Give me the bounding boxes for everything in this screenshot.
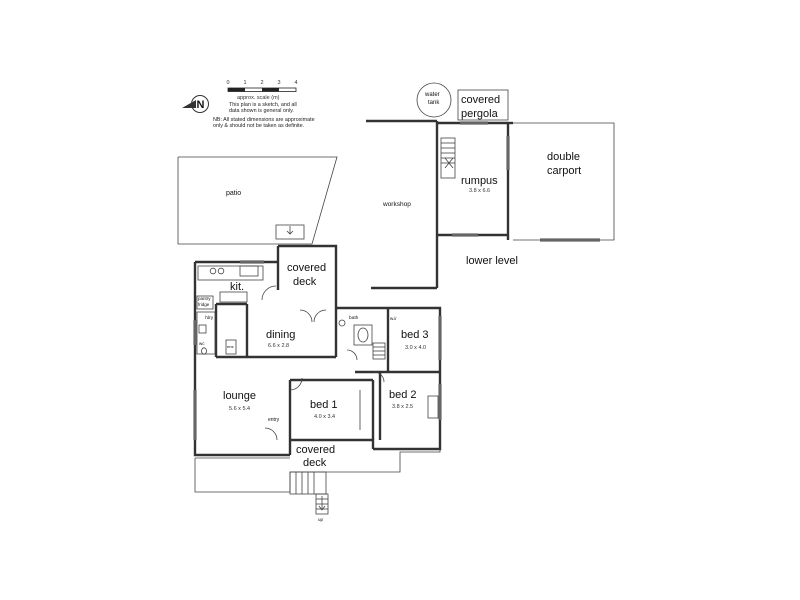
bed3-dims: 3.0 x 4.0 xyxy=(405,345,426,351)
covered-deck-bottom-label: deck xyxy=(303,457,327,469)
bath-basin xyxy=(357,327,369,343)
dining-label: dining xyxy=(266,329,295,341)
laundry-trough xyxy=(198,324,207,334)
door-swings xyxy=(261,285,385,441)
entry-stairs xyxy=(289,471,329,515)
compass-north-label: N xyxy=(197,99,205,111)
wc-label: wc xyxy=(199,341,205,346)
scale-tick: 3 xyxy=(278,80,281,86)
compass-icon: N xyxy=(182,95,209,113)
entry-label: entry xyxy=(268,417,280,423)
toilet-icon xyxy=(201,347,207,355)
covered-deck-label: deck xyxy=(293,276,317,288)
scale-caption: approx. scale (m) xyxy=(237,95,280,101)
bed2-robe xyxy=(427,395,439,419)
scale-note: only & should not be taken as definite. xyxy=(213,123,304,129)
pergola-label: covered xyxy=(461,94,500,106)
bed1-dims: 4.0 x 3.4 xyxy=(314,414,335,420)
up-marker: up xyxy=(318,517,324,522)
patio-step xyxy=(275,224,305,240)
scale-tick: 4 xyxy=(295,80,298,86)
lounge-dims: 5.6 x 5.4 xyxy=(229,406,250,412)
laundry-outline xyxy=(196,311,216,355)
kitchen-label: kit. xyxy=(230,281,244,293)
laundry-label: l'dry xyxy=(205,315,214,320)
bathtub-icon xyxy=(353,324,373,346)
windows xyxy=(193,121,600,440)
ensuite-label: ens xyxy=(227,344,233,349)
deck-outline xyxy=(194,449,441,493)
water-tank-label: tank xyxy=(428,100,440,106)
arrow-icon xyxy=(286,226,294,235)
rumpus-label: rumpus xyxy=(461,175,498,187)
bath-label: bath xyxy=(349,315,359,321)
patio-label: patio xyxy=(226,190,241,197)
dining-dims: 6.6 x 2.8 xyxy=(268,343,289,349)
bed2-label: bed 2 xyxy=(389,389,417,401)
rumpus-dims: 3.8 x 6.6 xyxy=(469,188,490,194)
pergola-label: pergola xyxy=(461,108,499,120)
workshop-label: workshop xyxy=(382,201,411,208)
scale-bar: 0 1 2 3 4 approx. scale (m) This plan is… xyxy=(213,80,315,129)
lounge-label: lounge xyxy=(223,390,256,402)
pergola-outline xyxy=(457,89,509,121)
pantry-label: pantry xyxy=(198,296,211,301)
kitchen-bench xyxy=(197,265,264,303)
carport-outline xyxy=(508,121,615,241)
scale-tick: 0 xyxy=(227,80,230,86)
water-tank xyxy=(416,82,452,118)
covered-deck-bottom-label: covered xyxy=(296,444,335,456)
ensuite-outline xyxy=(225,339,237,355)
scale-tick: 1 xyxy=(244,80,247,86)
pantry-box xyxy=(196,295,214,310)
bed3-label: bed 3 xyxy=(401,329,429,341)
carport-label: double xyxy=(547,151,580,163)
scale-tick: 2 xyxy=(261,80,264,86)
covered-deck-label: covered xyxy=(287,262,326,274)
scale-note: data shown is general only. xyxy=(229,108,294,114)
bath-sink-icon xyxy=(338,319,346,327)
house-outer-walls xyxy=(193,244,442,457)
scale-note: This plan is a sketch, and all xyxy=(229,102,297,108)
water-tank-label: water xyxy=(424,92,440,98)
fridge-label: fridge xyxy=(198,302,210,307)
scale-note: NB: All stated dimensions are approximat… xyxy=(213,117,315,123)
carport-label: carport xyxy=(547,165,581,177)
internal-stairs xyxy=(372,342,386,360)
patio-outline xyxy=(177,156,338,245)
wir-label: w.ir xyxy=(390,316,397,321)
rumpus-stairs xyxy=(440,137,456,179)
bed2-dims: 3.8 x 2.5 xyxy=(392,404,413,410)
lower-level-label: lower level xyxy=(466,255,518,267)
bed1-label: bed 1 xyxy=(310,399,338,411)
house-interior-walls xyxy=(214,302,440,440)
